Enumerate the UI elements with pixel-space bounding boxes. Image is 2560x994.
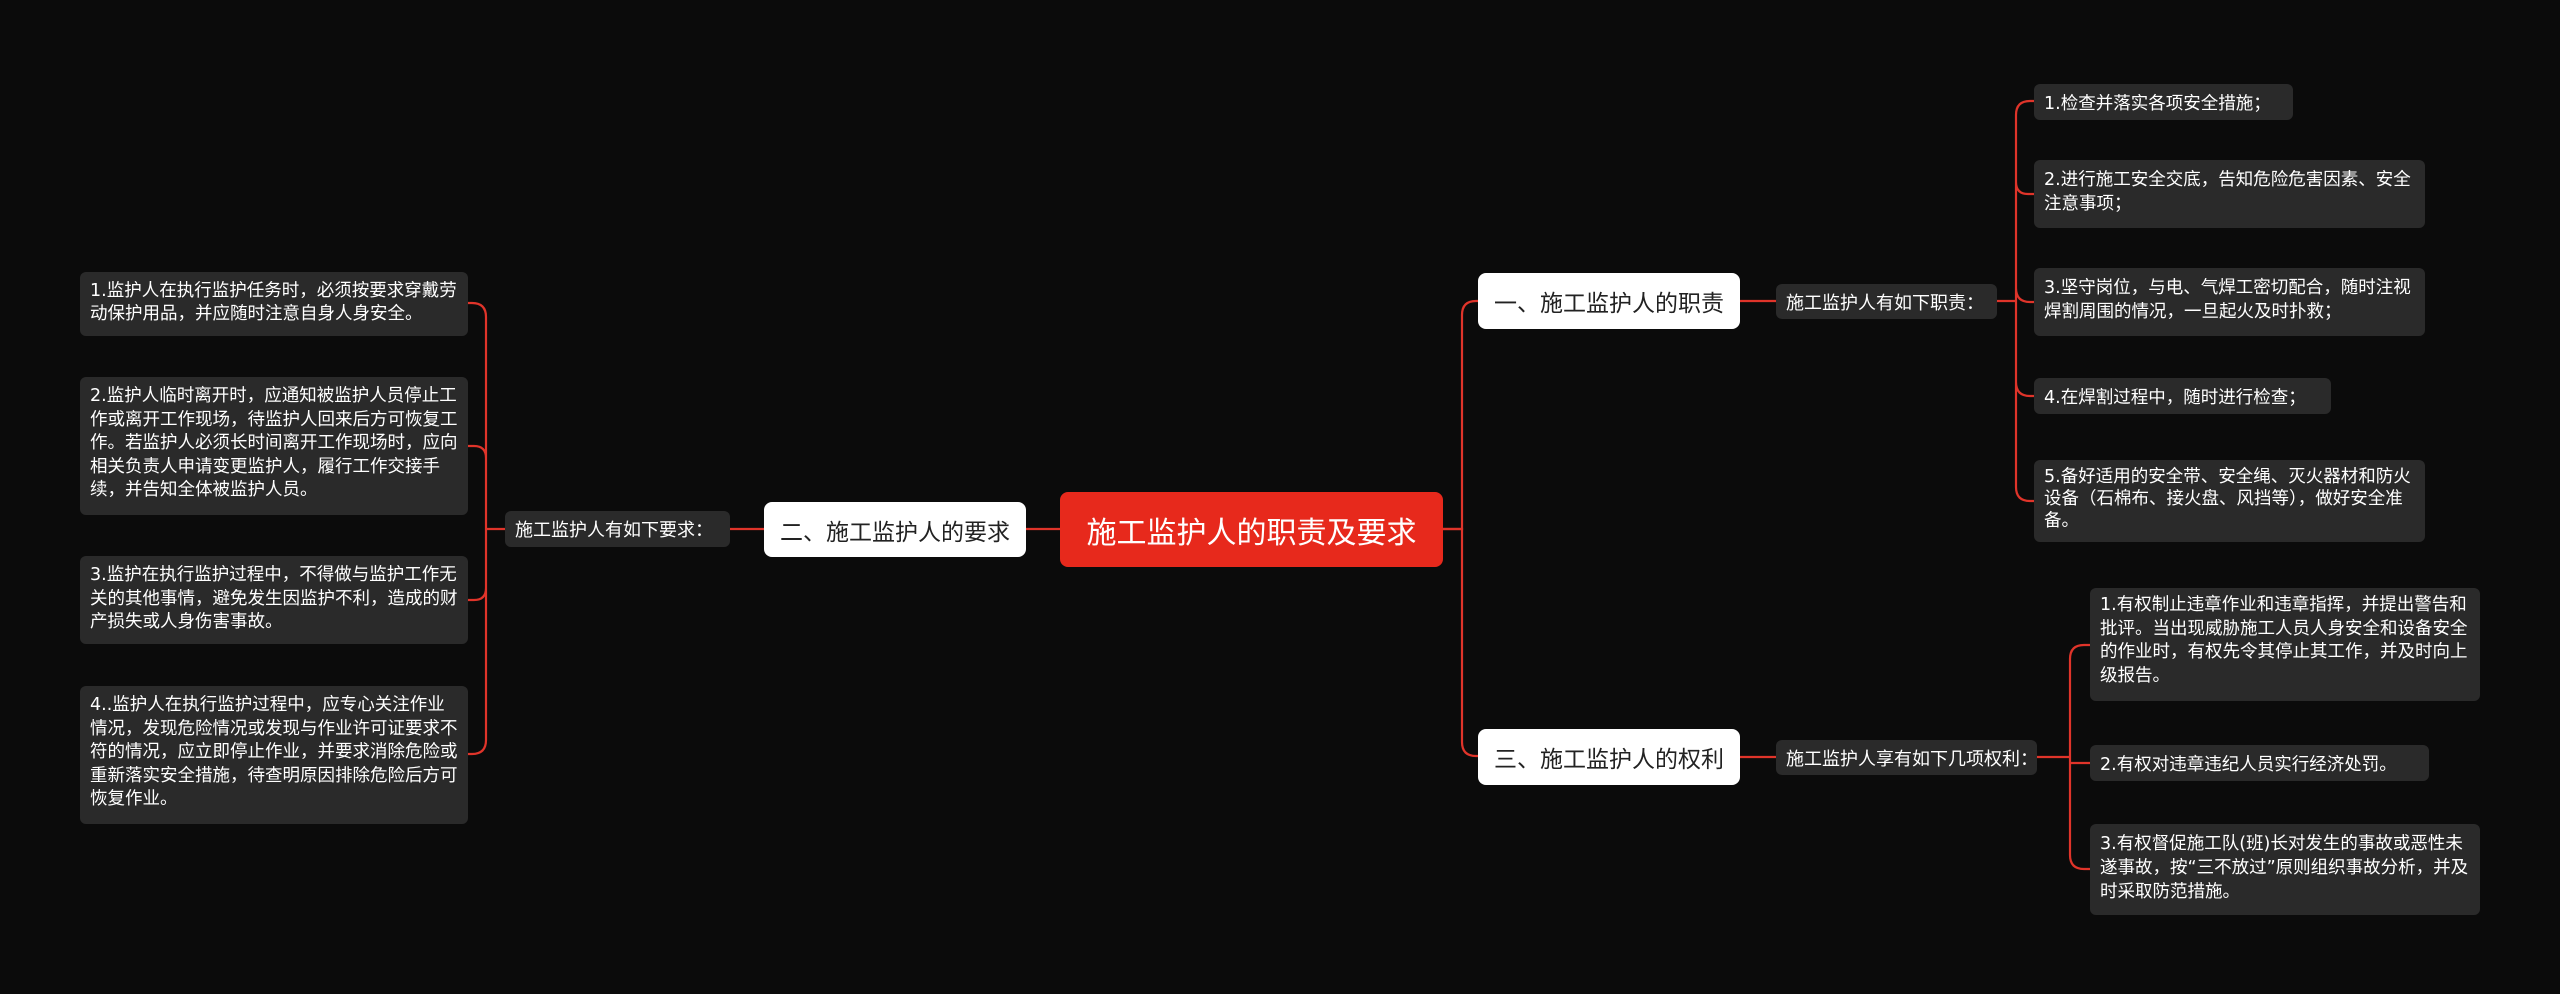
connector-duties-items (1995, 99, 2036, 503)
root-node[interactable]: 施工监护人的职责及要求 (1060, 492, 1443, 567)
requirement-item-2[interactable]: 2.监护人临时离开时，应通知被监护人员停止工作或离开工作现场，待监护人回来后方可… (80, 377, 468, 515)
duty-item-4[interactable]: 4.在焊割过程中，随时进行检查； (2034, 378, 2331, 414)
right-item-2[interactable]: 2.有权对违章违纪人员实行经济处罚。 (2090, 745, 2429, 781)
topic-duties[interactable]: 一、施工监护人的职责 (1478, 273, 1740, 329)
requirement-item-3[interactable]: 3.监护在执行监护过程中，不得做与监护工作无关的其他事情，避免发生因监护不利，造… (80, 556, 468, 644)
requirement-item-1[interactable]: 1.监护人在执行监护任务时，必须按要求穿戴劳动保护用品，并应随时注意自身人身安全… (80, 272, 468, 336)
connector-requirements-items (466, 301, 507, 756)
sub-rights[interactable]: 施工监护人享有如下几项权利： (1776, 740, 2038, 775)
connector-rights-items (2035, 643, 2092, 871)
topic-rights[interactable]: 三、施工监护人的权利 (1478, 729, 1740, 785)
sub-duties[interactable]: 施工监护人有如下职责： (1776, 284, 1997, 319)
right-item-3[interactable]: 3.有权督促施工队(班)长对发生的事故或恶性未遂事故，按“三不放过”原则组织事故… (2090, 824, 2480, 915)
connector-root-duties (1441, 299, 1480, 531)
sub-requirements[interactable]: 施工监护人有如下要求： (505, 511, 730, 547)
right-item-1[interactable]: 1.有权制止违章作业和违章指挥，并提出警告和批评。当出现威胁施工人员人身安全和设… (2090, 588, 2480, 701)
duty-item-3[interactable]: 3.坚守岗位，与电、气焊工密切配合，随时注视焊割周围的情况，一旦起火及时扑救； (2034, 268, 2425, 336)
requirement-item-4[interactable]: 4..监护人在执行监护过程中，应专心关注作业情况，发现危险情况或发现与作业许可证… (80, 686, 468, 824)
connector-root-rights (1441, 527, 1480, 758)
duty-item-5[interactable]: 5.备好适用的安全带、安全绳、灭火器材和防火设备（石棉布、接火盘、风挡等），做好… (2034, 460, 2425, 542)
duty-item-2[interactable]: 2.进行施工安全交底，告知危险危害因素、安全注意事项； (2034, 160, 2425, 228)
topic-requirements[interactable]: 二、施工监护人的要求 (764, 502, 1026, 557)
duty-item-1[interactable]: 1.检查并落实各项安全措施； (2034, 84, 2293, 120)
